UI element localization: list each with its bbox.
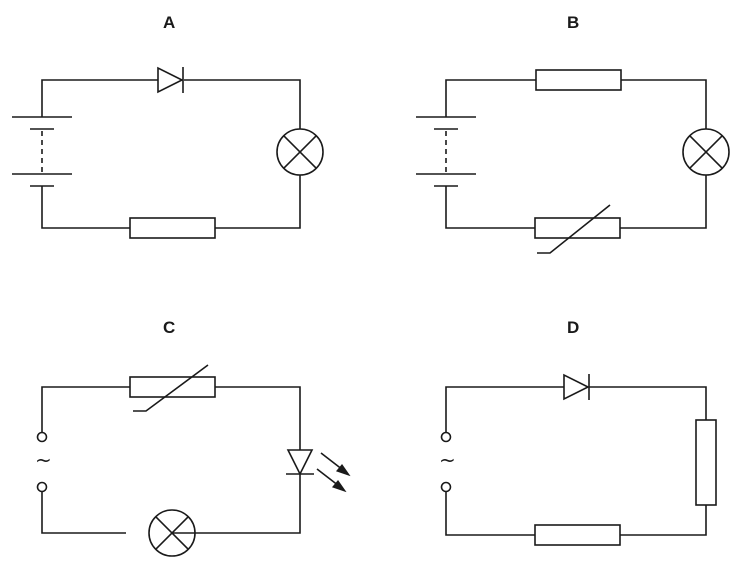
resistor-icon (695, 419, 717, 506)
resistor-icon (129, 217, 216, 239)
circuit-b: B (416, 13, 730, 254)
lamp-icon (682, 128, 730, 176)
resistor-icon (535, 69, 622, 91)
circuit-label-d: D (567, 318, 579, 337)
ac-supply-icon: ~ (439, 431, 456, 493)
ac-symbol-label: ~ (439, 448, 456, 472)
circuit-a-wires (41, 79, 301, 229)
variable-resistor-icon (129, 364, 216, 412)
circuit-d: D ~ (439, 318, 717, 546)
lamp-icon (276, 128, 324, 176)
diode-icon (563, 373, 590, 401)
circuit-c-wires (41, 386, 301, 534)
circuit-label-c: C (163, 318, 175, 337)
resistor-icon (534, 524, 621, 546)
circuit-d-wires (445, 386, 707, 536)
circuit-label-b: B (567, 13, 579, 32)
circuit-a: A (12, 13, 324, 239)
circuit-label-a: A (163, 13, 175, 32)
battery-icon (416, 116, 476, 187)
led-icon (286, 449, 351, 493)
variable-resistor-icon (534, 204, 621, 254)
ac-supply-icon: ~ (35, 431, 52, 493)
circuit-b-wires (445, 79, 707, 229)
circuit-c: C ~ (35, 318, 351, 557)
lamp-icon (148, 509, 196, 557)
battery-icon (12, 116, 72, 187)
diode-icon (157, 66, 184, 94)
ac-symbol-label: ~ (35, 448, 52, 472)
